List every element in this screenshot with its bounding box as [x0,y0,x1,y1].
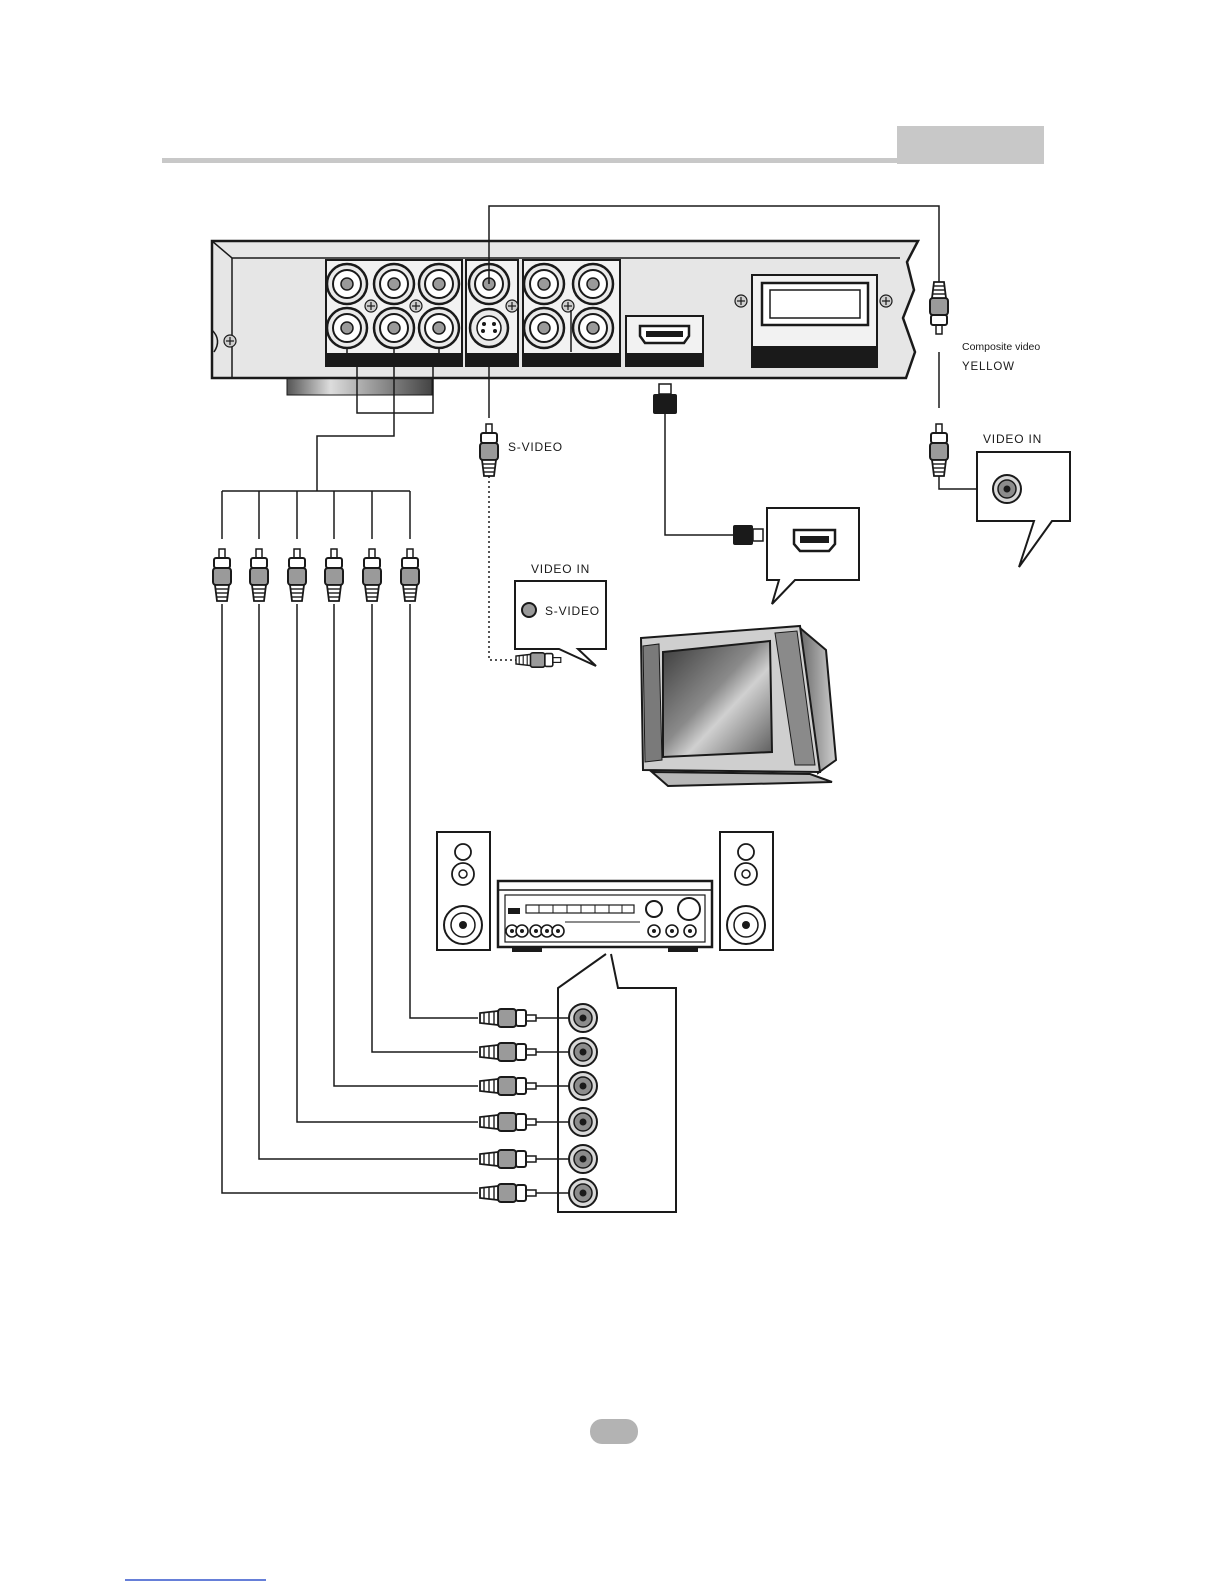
video-in-label-callout: VIDEO IN [531,562,590,576]
header-tab [897,126,1044,164]
hdmi-plug-tv [733,525,763,545]
video-in-label-right: VIDEO IN [983,432,1042,446]
hdmi-callout [767,508,859,604]
s-video-jack-label: S-VIDEO [545,604,600,618]
audio-cable-harness [222,349,478,1193]
av-receiver [498,881,712,952]
composite-plug-lower [930,424,948,476]
page-number-pill [590,1419,638,1444]
hdmi-cable [665,414,733,535]
video-in-callout-right [977,452,1070,567]
s-video-cable-label: S-VIDEO [508,440,563,454]
s-video-callout [515,581,606,666]
television [641,626,836,786]
composite-plug-upper [930,282,948,334]
audio-plugs-lower [480,1009,536,1202]
s-video-port [470,309,508,347]
s-video-plug-small [516,653,561,667]
video-in-jack-right [993,475,1021,503]
speaker-right [720,832,773,950]
composite-video-label: Composite video [962,341,1040,353]
yellow-label: YELLOW [962,361,1015,373]
header-bar [162,158,900,163]
s-video-plug [480,424,498,476]
hdmi-plug-top [653,384,677,414]
audio-plugs-upper [213,549,419,601]
dvd-player-rear-panel [212,241,918,395]
speaker-left [437,832,490,950]
